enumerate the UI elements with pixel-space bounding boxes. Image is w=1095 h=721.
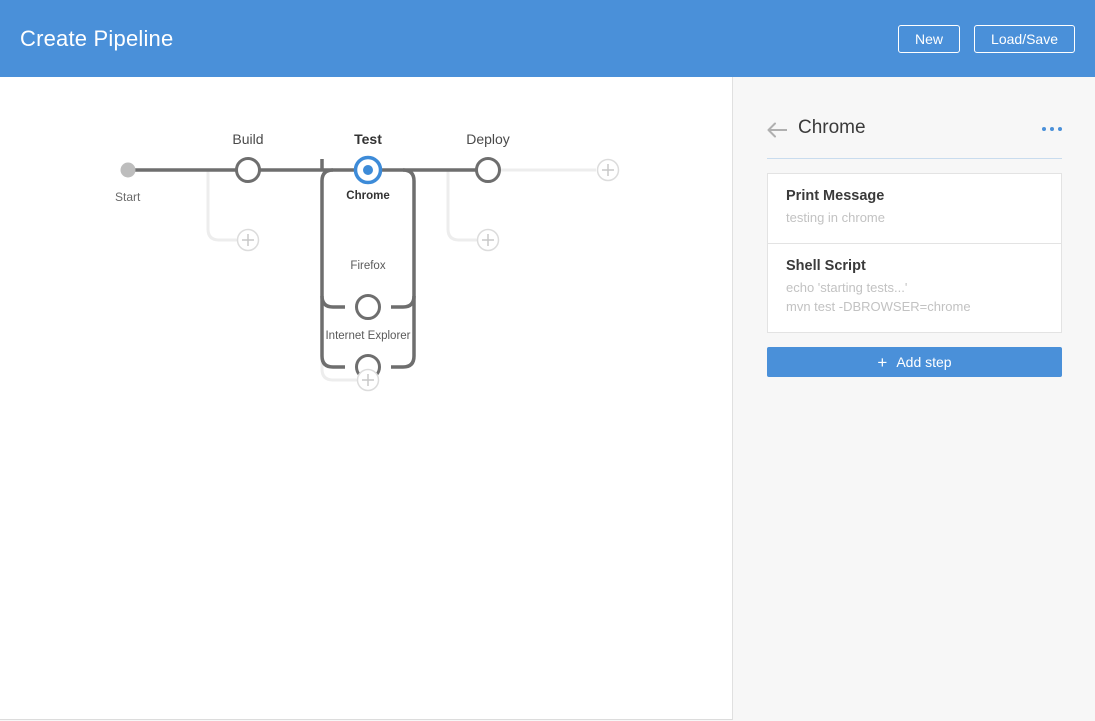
stage-label-deploy[interactable]: Deploy [466,131,510,147]
ellipsis-dot [1050,127,1054,131]
sidebar-title: Chrome [798,117,866,138]
new-button[interactable]: New [898,25,961,53]
step-detail-line: testing in chrome [786,210,885,225]
steps-list: Print Message testing in chrome Shell Sc… [767,173,1062,333]
stage-label-build[interactable]: Build [232,131,264,147]
node-start [120,162,136,178]
load-save-button[interactable]: Load/Save [974,25,1075,53]
node-deploy [475,157,501,183]
fork-left-ie [320,296,345,369]
add-step-label: Add step [896,354,952,370]
ghost-branch-test [320,305,358,382]
step-title: Shell Script [786,258,866,274]
add-stage-button [596,158,620,182]
pipeline-canvas[interactable]: Build Test Deploy Start Chrome Firefox I… [0,77,733,720]
fork-right-ie [391,296,416,369]
ghost-branch-deploy [446,168,478,242]
node-test-chrome-dot [363,165,373,175]
node-label-internet-explorer[interactable]: Internet Explorer [325,330,411,342]
step-detail-line: mvn test -DBROWSER=chrome [786,299,971,314]
ellipsis-dot [1042,127,1046,131]
step-detail-line: echo 'starting tests...' [786,280,908,295]
node-label-firefox[interactable]: Firefox [350,260,386,272]
step-title: Print Message [786,188,885,204]
list-item[interactable]: Shell Script echo 'starting tests...' mv… [768,244,1061,332]
node-label-start: Start [115,190,141,204]
sidebar-header: Chrome [767,117,1062,159]
ellipsis-dot [1058,127,1062,131]
fork-right-firefox [391,168,416,309]
stage-label-test[interactable]: Test [354,131,382,147]
add-parallel-build-button [236,228,260,252]
arrow-left-icon[interactable] [767,121,789,139]
add-parallel-test-button [356,368,380,392]
app-header: Create Pipeline New Load/Save [0,0,1095,77]
node-firefox [355,294,381,320]
pipeline-graph [120,155,620,392]
ellipsis-icon[interactable] [1042,123,1062,135]
node-label-chrome[interactable]: Chrome [346,190,390,202]
add-parallel-deploy-button [476,228,500,252]
ghost-branch-build [206,168,238,242]
details-sidebar: Chrome Print Message testing in chrome S… [734,77,1095,721]
header-actions: New Load/Save [898,25,1075,53]
list-item[interactable]: Print Message testing in chrome [768,174,1061,244]
fork-left-firefox [320,168,345,309]
plus-icon: + [877,352,888,372]
page-title: Create Pipeline [20,26,174,51]
node-build [235,157,261,183]
add-step-button[interactable]: + Add step [767,347,1062,377]
